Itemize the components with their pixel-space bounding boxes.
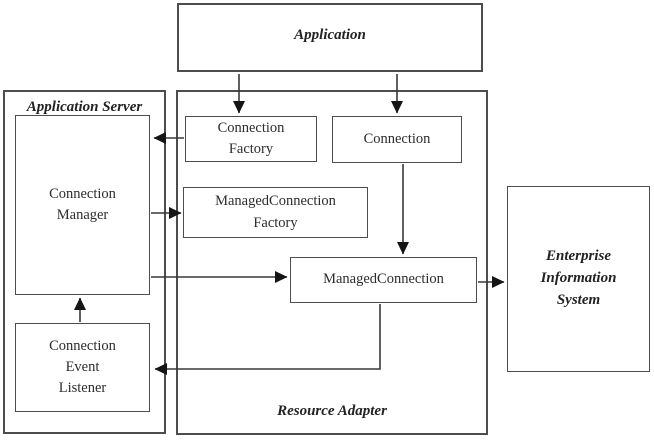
enterprise-information-system-label: Enterprise Information System xyxy=(540,248,617,308)
managed-connection-box: ManagedConnection xyxy=(290,257,477,303)
connection-factory-label: Connection Factory xyxy=(217,119,285,157)
managed-connection-label: ManagedConnection xyxy=(323,271,444,288)
managed-connection-factory-label: ManagedConnection Factory xyxy=(215,193,336,231)
connection-box: Connection xyxy=(332,116,462,163)
application-label: Application xyxy=(294,27,366,43)
connection-event-listener-label: Connection Event Listener xyxy=(49,337,116,396)
connection-manager-box: Connection Manager xyxy=(15,115,150,295)
connection-manager-label: Connection Manager xyxy=(49,185,116,223)
managed-connection-factory-box: ManagedConnection Factory xyxy=(183,187,368,238)
application-box: Application xyxy=(177,3,483,72)
connection-label: Connection xyxy=(363,130,431,147)
application-server-label: Application Server xyxy=(26,99,143,115)
connection-factory-box: Connection Factory xyxy=(185,116,317,162)
enterprise-information-system-box: Enterprise Information System xyxy=(507,186,650,372)
resource-adapter-label: Resource Adapter xyxy=(277,403,387,420)
connection-event-listener-box: Connection Event Listener xyxy=(15,323,150,412)
